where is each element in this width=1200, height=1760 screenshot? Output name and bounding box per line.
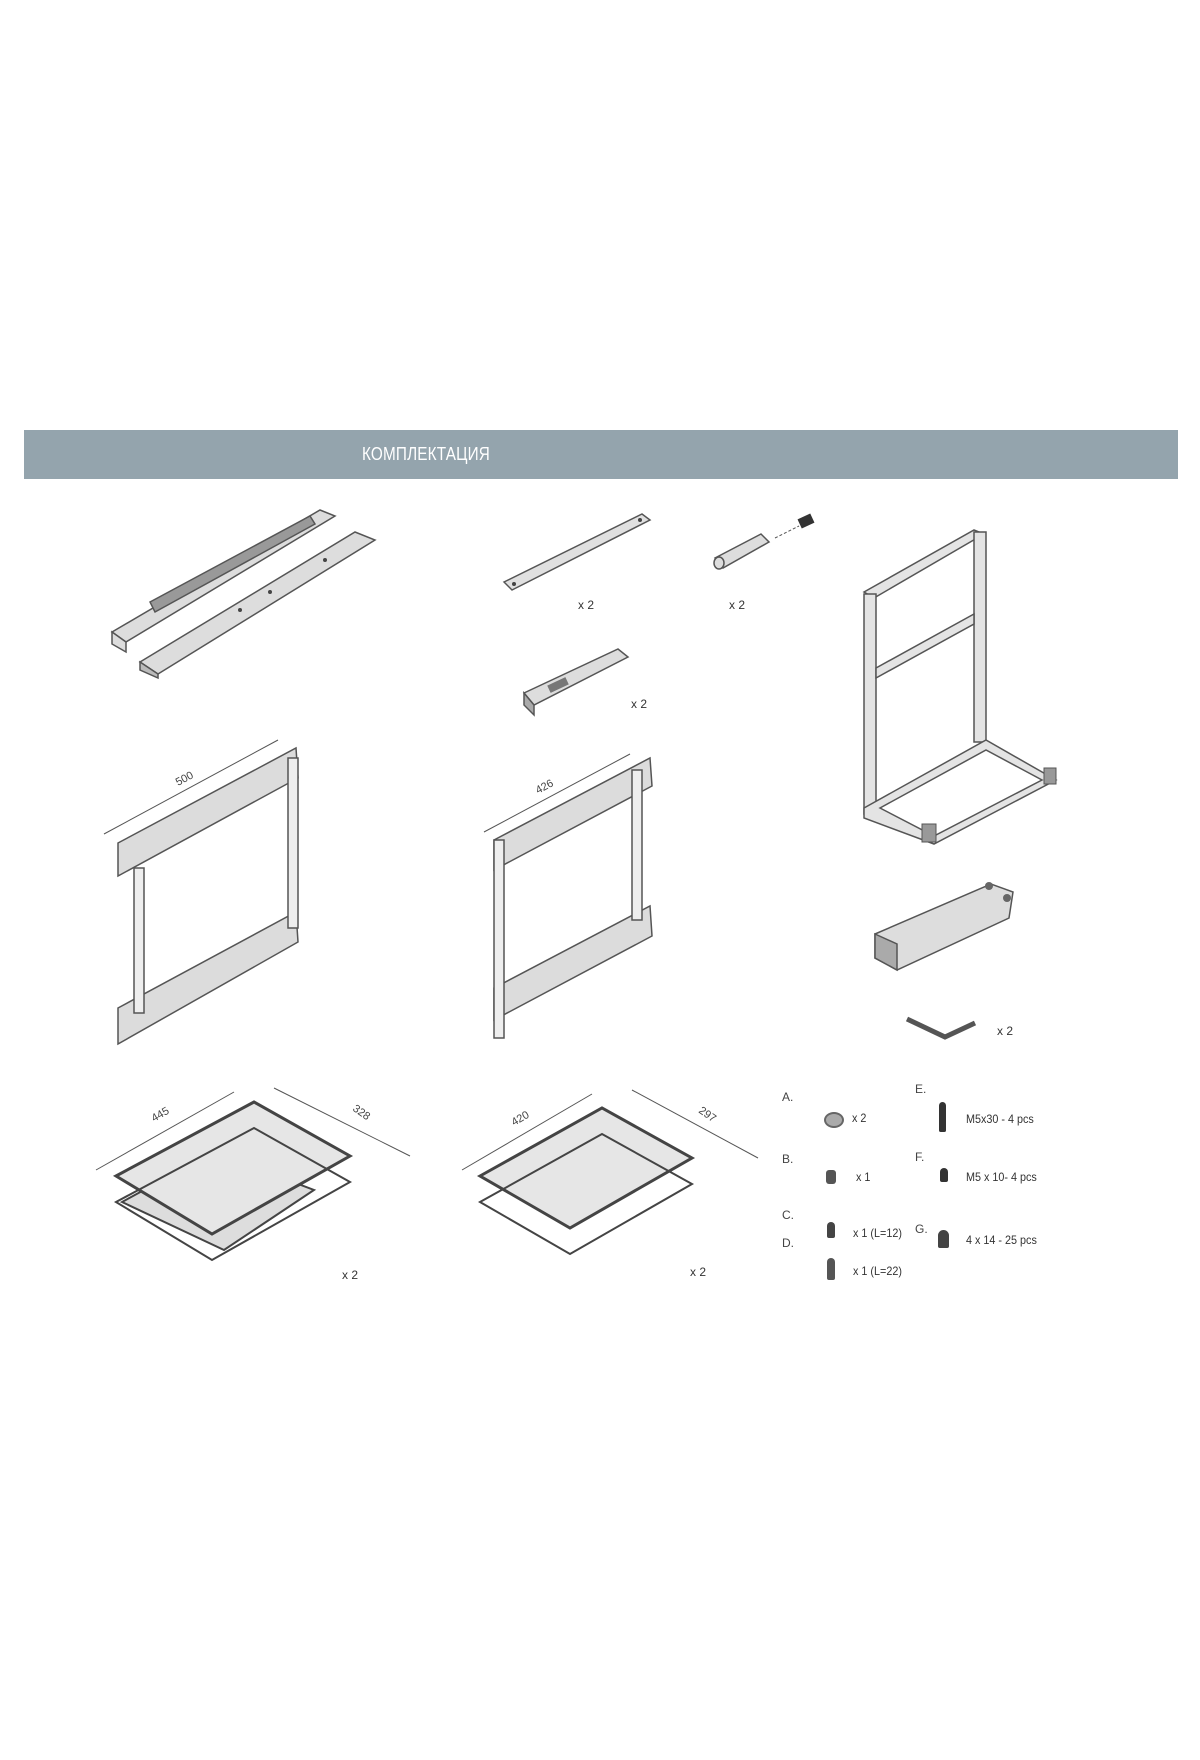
hardware-f-letter: F. — [915, 1150, 925, 1164]
connector-quantity: x 2 — [631, 697, 648, 711]
hardware-c-letter: C. — [782, 1208, 794, 1222]
basket-large-width-label: 328 — [350, 1103, 372, 1123]
bolt-m5x10-icon — [940, 1168, 948, 1182]
washer-icon — [824, 1112, 844, 1128]
hardware-d-qty: x 1 (L=22) — [853, 1264, 902, 1278]
large-pullout-frame-illustration: 500 — [103, 739, 299, 1046]
wood-screw-icon — [938, 1230, 949, 1248]
small-basket-illustration: 420 297 — [461, 1089, 759, 1256]
frame-small-width-label: 426 — [534, 777, 556, 796]
corner-bracket-illustration — [905, 1016, 977, 1040]
hardware-a-letter: A. — [782, 1090, 794, 1104]
short-screw-icon — [827, 1222, 835, 1238]
pin-and-screw-illustration — [713, 513, 815, 570]
basket-small-length-label: 420 — [510, 1109, 532, 1129]
hardware-b-letter: B. — [782, 1152, 794, 1166]
hardware-b-qty: x 1 — [856, 1170, 871, 1184]
small-pullout-frame-illustration: 426 — [483, 753, 653, 1039]
long-screw-icon — [827, 1258, 835, 1280]
hardware-e-letter: E. — [915, 1082, 927, 1096]
hardware-g-qty: 4 x 14 - 25 pcs — [966, 1233, 1037, 1247]
basket-small-quantity: x 2 — [690, 1265, 707, 1279]
hardware-f-qty: M5 x 10- 4 pcs — [966, 1170, 1037, 1184]
hardware-c-qty: x 1 (L=12) — [853, 1226, 902, 1240]
basket-large-quantity: x 2 — [342, 1268, 359, 1282]
main-frame-illustration — [862, 529, 1058, 845]
soft-close-damper-illustration — [874, 882, 1014, 972]
sync-connector-illustration — [522, 648, 630, 717]
basket-large-length-label: 445 — [150, 1105, 172, 1125]
hardware-a-qty: x 2 — [852, 1111, 867, 1125]
drawer-rails-illustration — [110, 509, 377, 680]
large-basket-illustration: 445 328 — [95, 1087, 411, 1262]
plate-quantity: x 2 — [578, 598, 595, 612]
hardware-d-letter: D. — [782, 1236, 794, 1250]
section-title: КОМПЛЕКТАЦИЯ — [362, 444, 490, 464]
nut-icon — [826, 1170, 836, 1184]
bracket-quantity: x 2 — [997, 1024, 1014, 1038]
pin-quantity: x 2 — [729, 598, 746, 612]
basket-small-width-label: 297 — [696, 1105, 718, 1125]
bolt-m5x30-icon — [939, 1102, 946, 1132]
hardware-e-qty: M5x30 - 4 pcs — [966, 1112, 1034, 1126]
section-header-band: КОМПЛЕКТАЦИЯ — [24, 430, 1178, 479]
mounting-plate-illustration — [502, 513, 652, 591]
hardware-g-letter: G. — [915, 1222, 928, 1236]
